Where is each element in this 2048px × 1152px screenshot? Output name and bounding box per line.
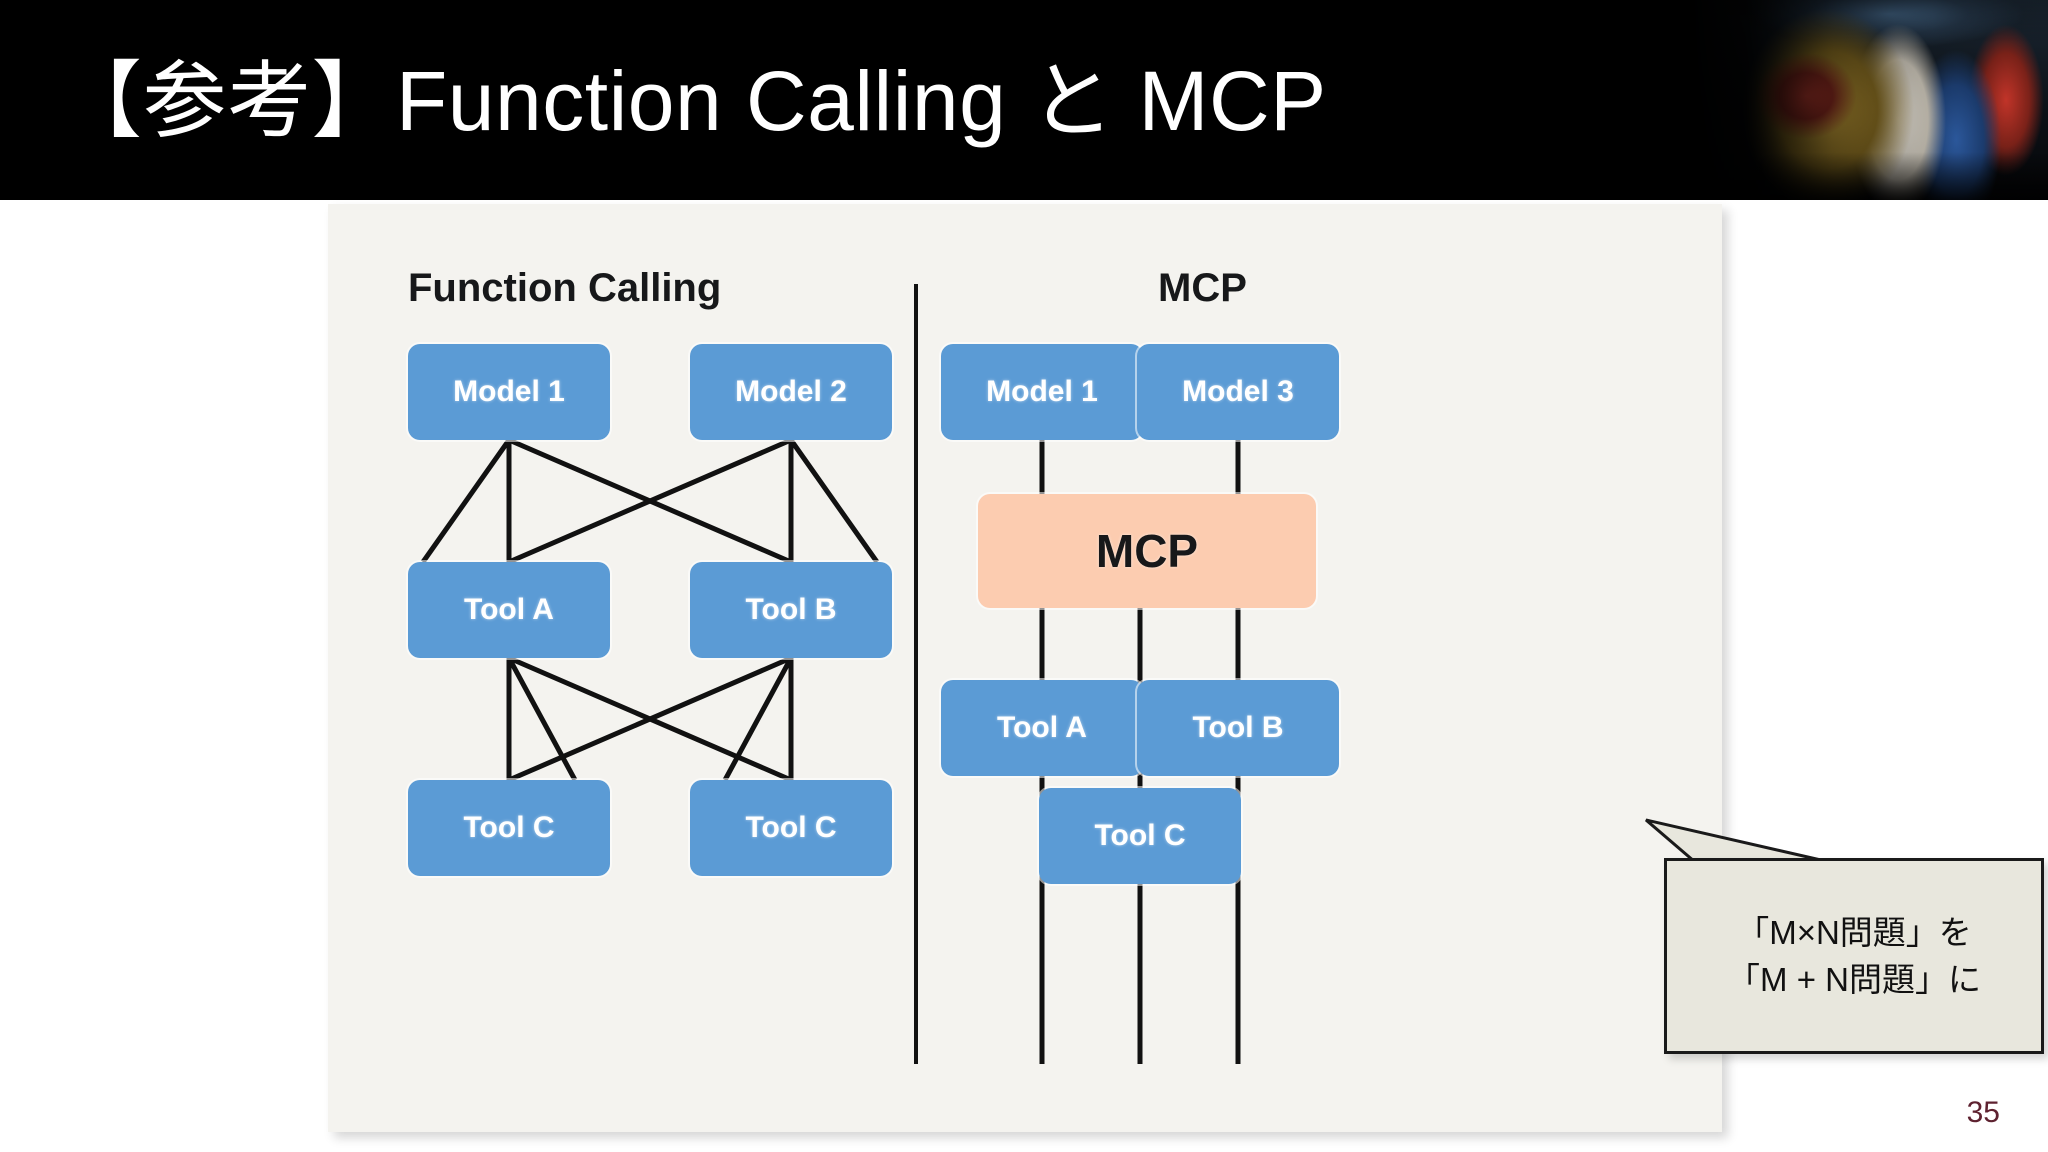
node-mcp-hub[interactable]: MCP	[978, 494, 1316, 608]
photo-fade-vertical	[1688, 0, 2048, 200]
node-label: Model 2	[735, 375, 847, 408]
node-mcp-tool-c[interactable]: Tool C	[1039, 788, 1241, 884]
page-number: 35	[1966, 1096, 2000, 1129]
node-label: Tool A	[997, 711, 1087, 744]
node-label: Tool B	[1192, 711, 1284, 744]
callout-line-2: 「M + N問題」に	[1727, 961, 1981, 998]
node-label: Model 1	[986, 375, 1098, 408]
diagram-connectors	[420, 284, 1241, 1064]
diagram-panel: Function Calling Model 1 Model 2 Tool A …	[328, 204, 1722, 1132]
node-fc-tool-c-right[interactable]: Tool C	[690, 780, 892, 876]
node-fc-model-1[interactable]: Model 1	[408, 344, 610, 440]
node-mcp-tool-b[interactable]: Tool B	[1137, 680, 1339, 776]
node-label: Tool C	[745, 811, 837, 844]
callout-box: 「M×N問題」を 「M + N問題」に	[1664, 858, 2044, 1054]
node-fc-tool-c-left[interactable]: Tool C	[408, 780, 610, 876]
node-label: MCP	[1095, 525, 1199, 577]
node-label: Model 3	[1182, 375, 1294, 408]
slide-title: 【参考】Function Calling と MCP	[58, 54, 1327, 148]
node-fc-tool-b[interactable]: Tool B	[690, 562, 892, 658]
node-label: Tool A	[464, 593, 554, 626]
node-mcp-model-1[interactable]: Model 1	[941, 344, 1143, 440]
node-fc-model-2[interactable]: Model 2	[690, 344, 892, 440]
node-mcp-tool-a[interactable]: Tool A	[941, 680, 1143, 776]
heading-mcp: MCP	[1158, 266, 1247, 310]
header-photo-child-reading-magazine	[1688, 0, 2048, 200]
heading-function-calling: Function Calling	[408, 266, 722, 310]
node-label: Tool C	[463, 811, 555, 844]
node-fc-tool-a[interactable]: Tool A	[408, 562, 610, 658]
node-label: Tool C	[1094, 819, 1186, 852]
node-label: Model 1	[453, 375, 565, 408]
callout-line-1: 「M×N問題」を	[1736, 914, 1972, 951]
node-mcp-model-3[interactable]: Model 3	[1137, 344, 1339, 440]
node-label: Tool B	[745, 593, 837, 626]
slide-header: 【参考】Function Calling と MCP	[0, 0, 2048, 200]
